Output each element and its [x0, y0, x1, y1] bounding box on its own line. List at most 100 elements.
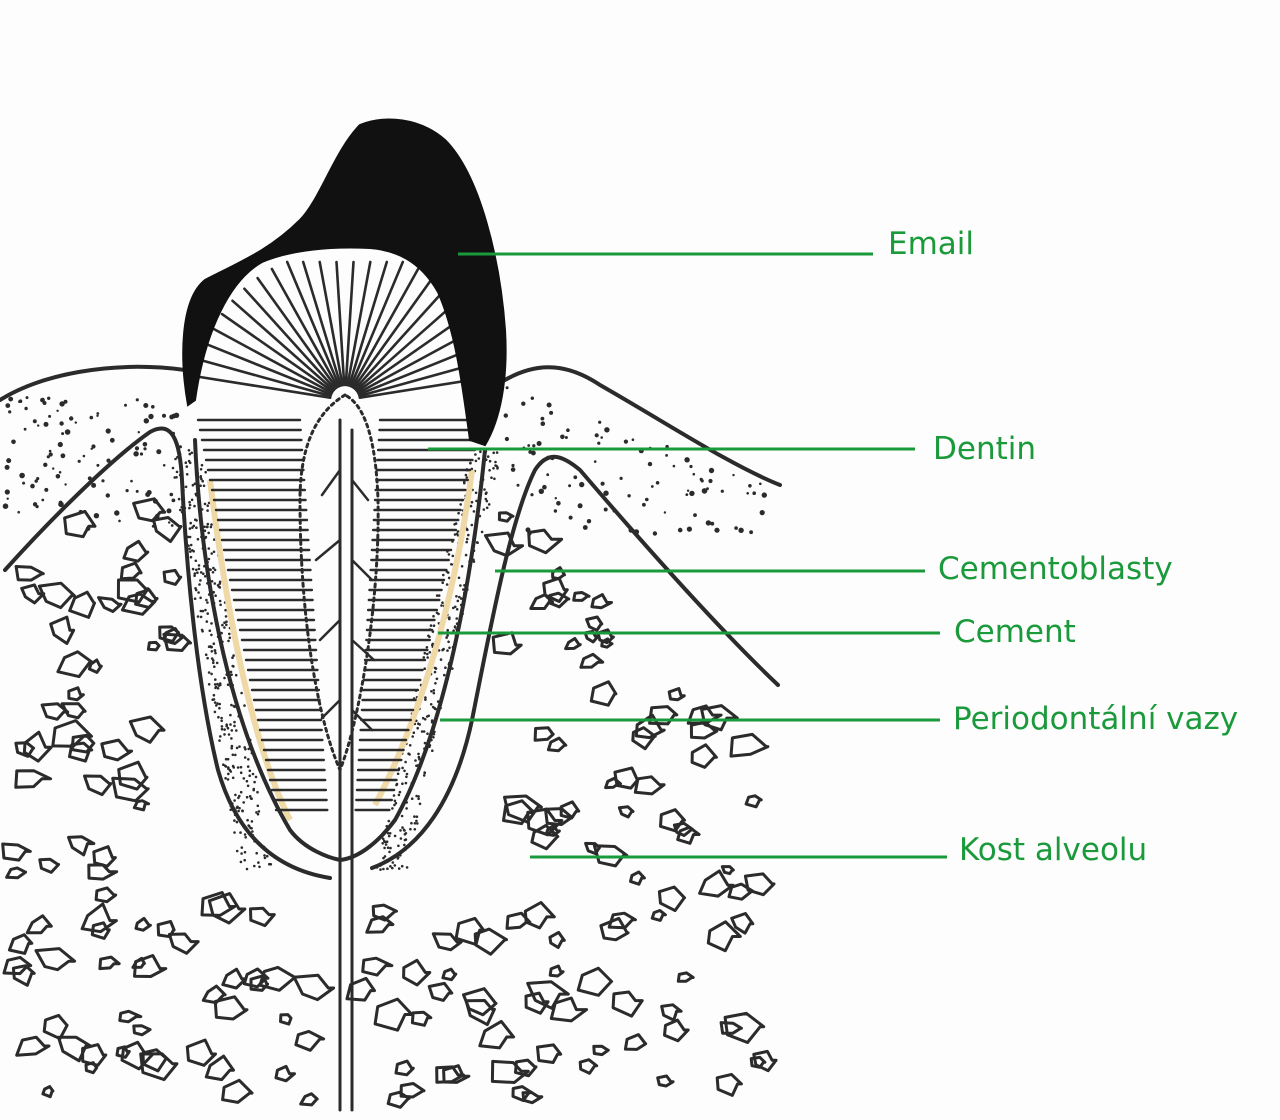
- ligament-dot: [212, 550, 216, 554]
- ligament-dot: [207, 547, 211, 550]
- bone-trabecula: [719, 1021, 743, 1035]
- stipple-dot: [560, 434, 565, 440]
- ligament-dot: [400, 864, 404, 868]
- bone-trabecula: [727, 882, 755, 901]
- ligament-dot: [469, 461, 472, 465]
- ligament-dot: [403, 769, 406, 773]
- ligament-dot: [475, 499, 478, 503]
- bone-trabecula: [657, 885, 686, 913]
- ligament-dot: [427, 634, 430, 638]
- ligament-dot: [215, 704, 218, 707]
- bone-trabecula: [478, 1019, 516, 1050]
- bone-trabecula: [589, 680, 618, 707]
- ligament-dot: [202, 572, 205, 576]
- ligament-dot: [432, 691, 436, 695]
- ligament-dot: [477, 457, 481, 460]
- ligament-dot: [237, 809, 240, 813]
- ligament-dot: [257, 861, 260, 864]
- bone-trabecula: [547, 591, 571, 609]
- bone-trabecula: [20, 583, 46, 605]
- bone-trabecula: [546, 736, 568, 753]
- gingiva-right: [503, 365, 782, 487]
- bone-trabecula: [249, 974, 270, 992]
- ligament-dot: [229, 723, 232, 726]
- ligament-dot: [415, 819, 418, 823]
- stipple-dot: [25, 396, 29, 400]
- ligament-dot: [434, 682, 437, 685]
- stipple-dot: [530, 396, 534, 400]
- stipple-dot: [23, 427, 27, 431]
- ligament-dot: [190, 451, 194, 455]
- stipple-dot: [746, 492, 749, 495]
- ligament-dot: [382, 856, 385, 860]
- ligament-dot: [171, 466, 175, 470]
- ligament-dot: [204, 470, 207, 474]
- ligament-dot: [207, 671, 211, 674]
- ligament-dot: [488, 459, 492, 463]
- ligament-dot: [231, 656, 234, 659]
- ligament-dot: [434, 667, 438, 670]
- ligament-dot: [423, 741, 427, 745]
- ligament-dot: [183, 506, 187, 510]
- bone-trabecula: [690, 743, 718, 769]
- ligament-dot: [210, 672, 213, 676]
- ligament-dot: [187, 449, 191, 452]
- bone-trabecula: [41, 1085, 55, 1099]
- bone-trabecula: [549, 996, 589, 1023]
- ligament-dot: [410, 797, 414, 800]
- stipple-dot: [627, 494, 631, 498]
- ligament-dot: [210, 650, 214, 653]
- ligament-dot: [393, 834, 397, 838]
- ligament-dot: [242, 777, 246, 780]
- ligament-dot: [188, 452, 192, 456]
- ligament-dot: [236, 805, 239, 809]
- ligament-dot: [214, 651, 217, 655]
- ligament-dot: [446, 628, 450, 632]
- ligament-dot: [177, 497, 181, 501]
- ligament-dot: [268, 862, 271, 866]
- ligament-dot: [433, 670, 437, 674]
- ligament-dot: [382, 867, 385, 871]
- ligament-dot: [176, 456, 179, 459]
- ligament-dot: [194, 587, 197, 590]
- bone-trabecula: [80, 902, 118, 934]
- ligament-dot: [187, 544, 190, 547]
- ligament-dot: [415, 794, 418, 798]
- ligament-dot: [422, 730, 426, 733]
- bone-trabecula: [2, 955, 33, 976]
- bone-trabecula: [579, 652, 605, 669]
- ligament-dot: [393, 803, 396, 807]
- ligament-dot: [417, 795, 420, 798]
- ligament-dot: [204, 653, 208, 656]
- stipple-dot: [5, 403, 11, 408]
- ligament-dot: [229, 808, 232, 812]
- bone-trabecula: [729, 732, 770, 758]
- bone-trabecula: [548, 964, 565, 978]
- ligament-dot: [189, 543, 193, 547]
- ligament-dot: [245, 867, 249, 871]
- ligament-dot: [193, 572, 197, 575]
- stipple-dot: [37, 424, 40, 427]
- bone-trabecula: [5, 866, 28, 880]
- bone-trabecula: [544, 824, 561, 837]
- ligament-dot: [467, 533, 470, 537]
- stipple-dot: [685, 493, 689, 496]
- ligament-dot: [414, 759, 417, 762]
- ligament-dot: [211, 571, 215, 574]
- bone-trabecula: [204, 1054, 235, 1082]
- ligament-dot: [391, 866, 394, 870]
- ligament-dot: [206, 522, 210, 526]
- stipple-dot: [748, 484, 752, 488]
- ligament-dot: [243, 850, 247, 854]
- stipple-dot: [647, 461, 653, 467]
- ligament-dot: [218, 739, 221, 742]
- ligament-dot: [201, 479, 204, 483]
- ligament-dot: [485, 499, 489, 503]
- bone-trabecula: [7, 933, 34, 955]
- stipple-dot: [710, 521, 715, 526]
- ligament-dot: [220, 725, 224, 728]
- stipple-dot: [48, 414, 52, 418]
- stipple-dot: [685, 457, 689, 461]
- ligament-dot: [401, 766, 404, 770]
